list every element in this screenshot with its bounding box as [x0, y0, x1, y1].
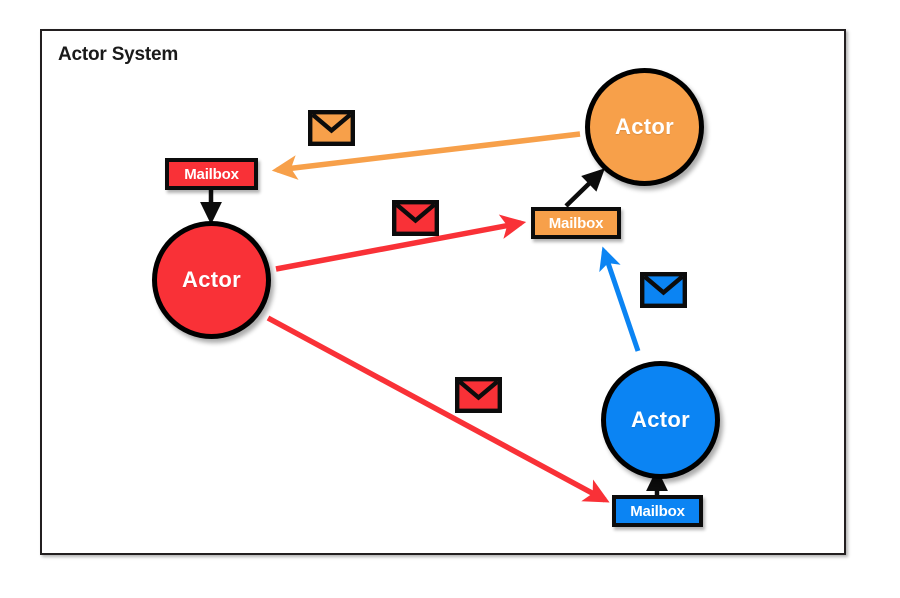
actor-label: Actor: [615, 114, 674, 139]
mailbox-label: Mailbox: [184, 165, 239, 183]
envelope-icon-red-lower: [455, 377, 502, 413]
envelope-icon-red-upper: [392, 200, 439, 236]
actor-label: Actor: [631, 407, 690, 432]
actor-node-orange[interactable]: Actor: [585, 68, 704, 186]
mailbox-label: Mailbox: [630, 502, 685, 520]
actor-node-red[interactable]: Actor: [152, 221, 271, 339]
envelope-icon-blue: [640, 272, 687, 308]
actor-label: Actor: [182, 267, 241, 292]
mailbox-node-blue[interactable]: Mailbox: [612, 495, 703, 527]
mailbox-node-orange[interactable]: Mailbox: [531, 207, 621, 239]
page-title: Actor System: [58, 44, 179, 65]
envelope-icon-orange: [308, 110, 355, 146]
mailbox-label: Mailbox: [548, 214, 604, 232]
actor-node-blue[interactable]: Actor: [601, 361, 720, 479]
mailbox-node-red[interactable]: Mailbox: [165, 158, 258, 190]
